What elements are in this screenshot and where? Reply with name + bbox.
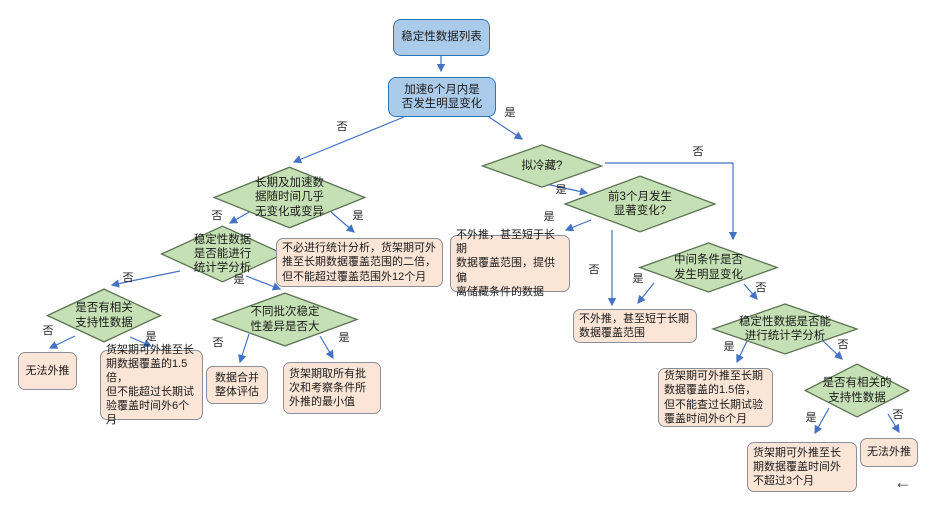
- decision-first3month-change: 前3个月发生 显著变化?: [562, 175, 718, 233]
- decision-supporting-data-right: 是否有相关的 支持性数据: [803, 363, 911, 418]
- result-cannot-extrapolate-left: 无法外推: [18, 352, 77, 390]
- result-no-extrapolation-short: 不外推，甚至短于长期 数据覆盖范围: [573, 309, 697, 343]
- decision-refrigerated: 拟冷藏?: [480, 144, 604, 188]
- result-cannot-extrapolate-right: 无法外推: [860, 438, 918, 467]
- edge-refrig-no-intermediate: [605, 162, 738, 241]
- edge-supportright-yes-3month: [814, 407, 830, 435]
- diamond-shape: [45, 288, 163, 343]
- diamond-shape: [159, 225, 286, 283]
- diamond-shape: [211, 166, 368, 229]
- branch-label-statright-no: 否: [837, 339, 849, 351]
- branch-label-supportright-no: 否: [892, 409, 904, 421]
- diamond-shape: [210, 292, 360, 347]
- edge-statright-yes-15right: [736, 340, 748, 364]
- branch-label-supportleft-yes: 是: [145, 331, 157, 343]
- branch-label-statleft-yes: 是: [233, 274, 245, 286]
- edge-refrig-yes-first3: [545, 183, 589, 196]
- edge-longterm-no-statleft: [228, 210, 252, 224]
- diamond-shape: [710, 303, 860, 355]
- node-accel-6month-change: 加速6个月内是 否发生明显变化: [388, 77, 496, 117]
- branch-label-first3-no: 否: [588, 264, 600, 276]
- branch-label-statright-yes: 是: [723, 341, 735, 353]
- result-not-exceed-3month: 货架期可外推至长 期数据覆盖时间外 不超过3个月: [747, 442, 857, 492]
- diamond-shape: [803, 363, 911, 418]
- branch-label-supportright-yes: 是: [805, 412, 817, 424]
- edge-accel-no-longterm: [292, 116, 405, 164]
- back-arrow-icon: ←: [894, 472, 912, 492]
- branch-label-refrig-yes: 是: [555, 184, 567, 196]
- result-no-extrapolation-deviation-data: 不外推，甚至短于长期 数据覆盖范围，提供偏 离储藏条件的数据: [450, 229, 570, 298]
- edge-intermediate-no-statright: [743, 283, 758, 300]
- branch-label-intermediate-no: 否: [755, 282, 767, 294]
- edge-supportright-no-cannotright: [887, 413, 900, 434]
- diamond-shape: [637, 242, 780, 293]
- edge-statleft-yes-batch: [245, 275, 282, 291]
- decision-batch-difference: 不同批次稳定 性差异是否大: [210, 292, 360, 347]
- result-no-stat-needed: 不必进行统计分析，货架期可外 推至长期数据覆盖范围的二倍， 但不能超过覆盖范围外…: [276, 238, 443, 287]
- decision-stat-analysis-right: 稳定性数据是否能 进行统计学分析: [710, 303, 860, 355]
- decision-intermediate-condition: 中间条件是否 发生明显变化: [637, 242, 780, 293]
- decision-supporting-data-left: 是否有相关 支持性数据: [45, 288, 163, 343]
- branch-label-longterm-no: 否: [211, 210, 223, 222]
- edge-first3-yes-noextrapdev: [564, 219, 592, 232]
- decision-longterm-accel-no-change: 长期及加速数 据随时间几乎 无变化或变异: [211, 166, 368, 229]
- edge-batch-yes-min: [319, 335, 334, 360]
- diamond-shape: [562, 175, 718, 233]
- branch-label-batch-no: 否: [212, 337, 224, 349]
- edge-supportleft-no-cannot: [48, 335, 76, 349]
- edge-longterm-yes-nostat: [330, 211, 355, 233]
- branch-label-accel-yes: 是: [504, 107, 516, 119]
- diamond-shape: [480, 144, 604, 188]
- result-minimum-of-batches: 货架期取所有批 次和考察条件所 外推的最小值: [283, 362, 381, 414]
- edge-accel-yes-refrigerated: [488, 116, 524, 140]
- edge-statright-no-supportright: [820, 338, 843, 360]
- branch-label-intermediate-yes: 是: [632, 273, 644, 285]
- edge-supportleft-yes-15left: [129, 336, 153, 348]
- edge-batch-no-merge: [238, 333, 250, 364]
- edge-intermediate-yes-noextrapshort: [637, 282, 655, 304]
- branch-label-first3-yes: 是: [543, 211, 555, 223]
- result-15x-left: 货架期可外推至长 期数据覆盖的1.5倍， 但不能超过长期试 验覆盖时间外6个月: [100, 344, 203, 426]
- result-merge-data-evaluate: 数据合并 整体评估: [206, 366, 268, 404]
- node-stability-data-list: 稳定性数据列表: [393, 19, 490, 56]
- branch-label-supportleft-no: 否: [42, 325, 54, 337]
- branch-label-refrig-no: 否: [692, 146, 704, 158]
- branch-label-statleft-no: 否: [122, 272, 134, 284]
- edge-statleft-no-supportleft: [110, 270, 181, 288]
- result-15x-right: 货架期可外推至长期 数据覆盖的1.5倍， 但不能查过长期试验 覆盖时间外6个月: [658, 368, 773, 427]
- branch-label-longterm-yes: 是: [352, 210, 364, 222]
- branch-label-accel-no: 否: [336, 121, 348, 133]
- decision-stat-analysis-left: 稳定性数据 是否能进行 统计学分析: [159, 225, 286, 283]
- branch-label-batch-yes: 是: [338, 332, 350, 344]
